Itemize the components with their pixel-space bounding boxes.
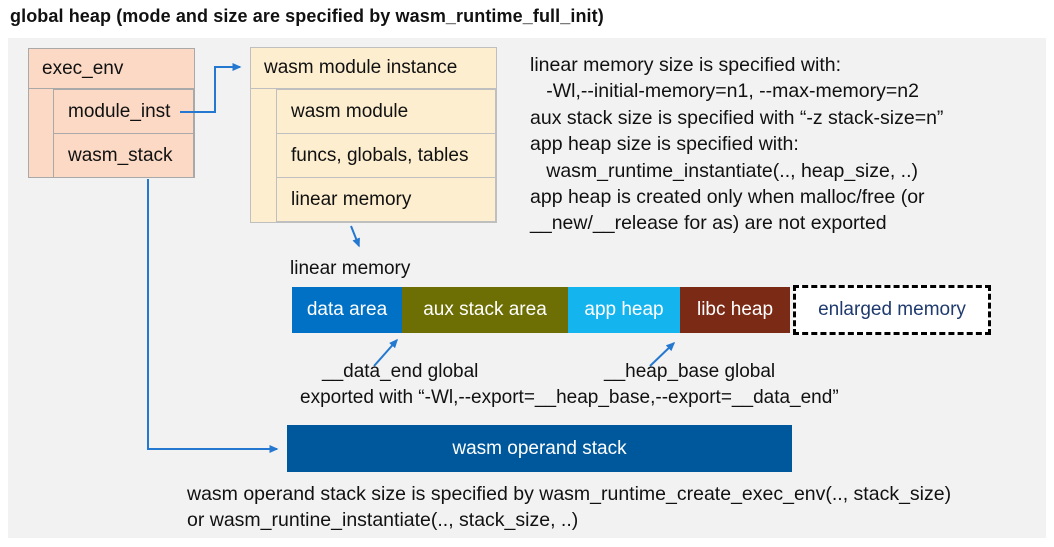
wasm-module-instance-box: wasm module instance wasm module funcs, … [250,47,497,223]
segment-app-heap: app heap [568,287,680,333]
instance-row-wasm-module: wasm module [276,89,496,134]
exec-env-header: exec_env [29,49,194,89]
size-note-line: __new/__release for as) are not exported [530,212,887,235]
size-notes: linear memory size is specified with: -W… [530,52,943,237]
wasm-operand-stack-bar: wasm operand stack [287,425,792,472]
instance-row-funcs-globals-tables: funcs, globals, tables [276,133,496,178]
exec-env-row-module-inst: module_inst [53,89,194,134]
exec-env-row-wasm-stack: wasm_stack [53,133,194,178]
linear-memory-bar: data area aux stack area app heap libc h… [292,287,790,333]
diagram-title: global heap (mode and size are specified… [10,6,604,26]
exec-env-rows: module_inst wasm_stack [53,89,194,178]
operand-stack-notes: wasm operand stack size is specified by … [187,482,951,533]
segment-enlarged-memory: enlarged memory [793,285,991,335]
export-note: exported with “-Wl,--export=__heap_base,… [300,387,839,408]
size-note-line: aux stack size is specified with “-z sta… [530,106,944,129]
size-note-line: app heap is created only when malloc/fre… [530,186,925,209]
operand-stack-note-line: wasm operand stack size is specified by … [187,483,952,505]
size-note-line: wasm_runtime_instantiate(.., heap_size, … [530,159,919,182]
segment-data-area: data area [292,287,402,333]
size-note-line: app heap size is specified with: [530,133,799,156]
segment-aux-stack-area: aux stack area [402,287,568,333]
wasm-module-instance-header: wasm module instance [251,48,496,89]
wasm-module-instance-rows: wasm module funcs, globals, tables linea… [276,89,496,222]
segment-libc-heap: libc heap [680,287,790,333]
exec-env-box: exec_env module_inst wasm_stack [28,48,195,178]
size-note-line: -Wl,--initial-memory=n1, --max-memory=n2 [530,80,919,103]
heap-base-global-label: __heap_base global [604,361,776,382]
instance-row-linear-memory: linear memory [276,177,496,222]
operand-stack-note-line: or wasm_runtine_instantiate(.., stack_si… [187,508,579,531]
data-end-global-label: __data_end global [322,361,479,382]
linear-memory-label: linear memory [290,258,411,279]
size-note-line: linear memory size is specified with: [530,54,842,76]
